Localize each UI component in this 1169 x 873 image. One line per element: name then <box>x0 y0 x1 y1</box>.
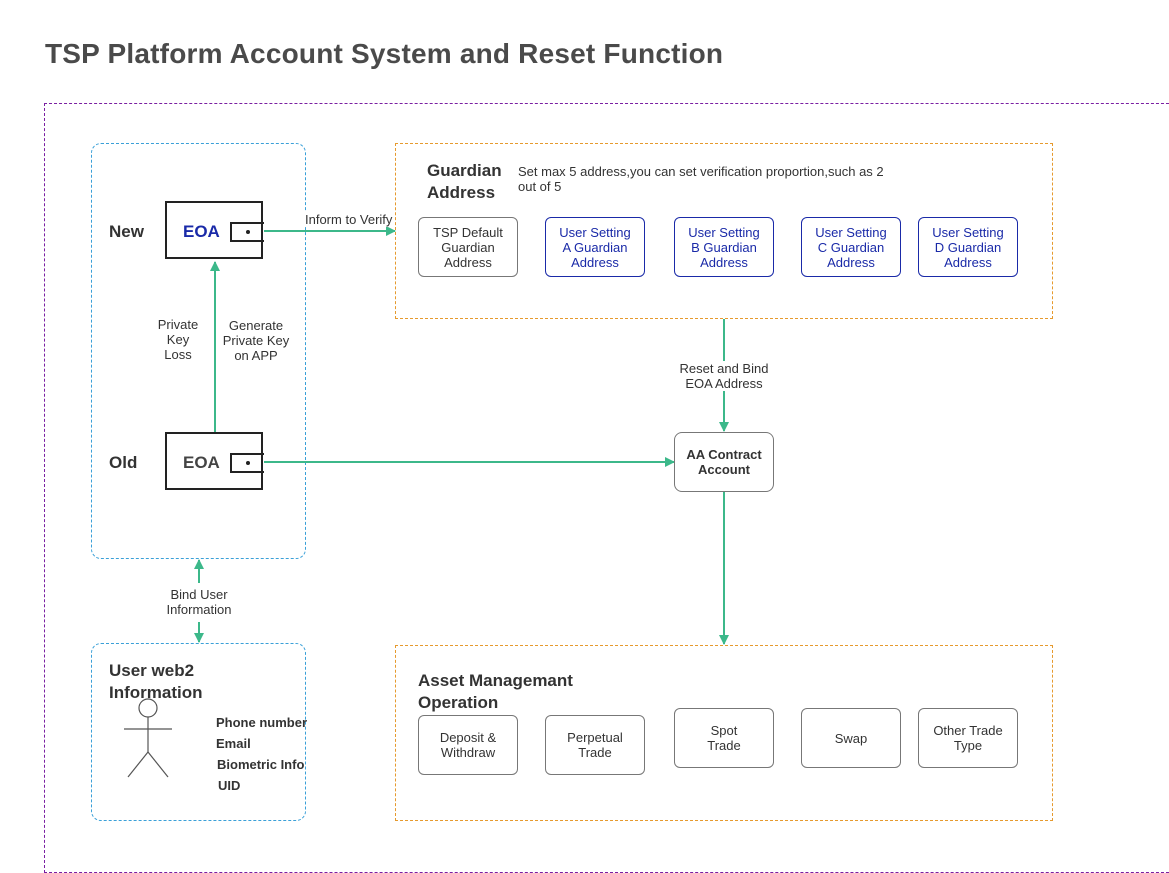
user-person-icon <box>124 698 172 778</box>
private-key-loss-label: Private Key Loss <box>157 317 199 362</box>
old-label: Old <box>109 453 138 472</box>
bind-user-information-label: Bind User Information <box>158 587 240 617</box>
old-eoa-box: EOA <box>165 432 264 490</box>
asset-management-frame <box>395 645 1053 821</box>
user-web2-fields: Phone number Email Biometric Info UID <box>216 712 307 796</box>
old-eoa-label: EOA <box>183 453 220 472</box>
guardian-title: Guardian Address <box>427 161 502 202</box>
user-web2-frame <box>91 643 306 821</box>
inform-to-verify-label: Inform to Verify <box>305 212 393 227</box>
field-email: Email <box>216 736 251 751</box>
swap-node: Swap <box>801 708 901 768</box>
deposit-withdraw-node: Deposit &Withdraw <box>418 715 518 775</box>
reset-and-bind-label: Reset and Bind EOA Address <box>669 361 779 391</box>
guardian-note: Set max 5 address,you can set verificati… <box>518 164 884 194</box>
field-uid: UID <box>218 778 241 793</box>
key-icon <box>230 453 264 473</box>
asset-management-title: Asset Managemant Operation <box>418 671 573 712</box>
generate-private-key-label: Generate Private Key on APP <box>222 318 290 363</box>
user-web2-title: User web2 Information <box>109 661 203 702</box>
eoa-group-frame <box>91 143 306 559</box>
diagram-title: TSP Platform Account System and Reset Fu… <box>45 38 724 69</box>
field-biometric-info: Biometric Info <box>217 757 305 772</box>
new-eoa-label: EOA <box>183 222 220 241</box>
new-eoa-box: EOA <box>165 201 264 259</box>
key-icon <box>230 222 264 242</box>
new-label: New <box>109 222 144 241</box>
field-phone-number: Phone number <box>216 715 308 730</box>
